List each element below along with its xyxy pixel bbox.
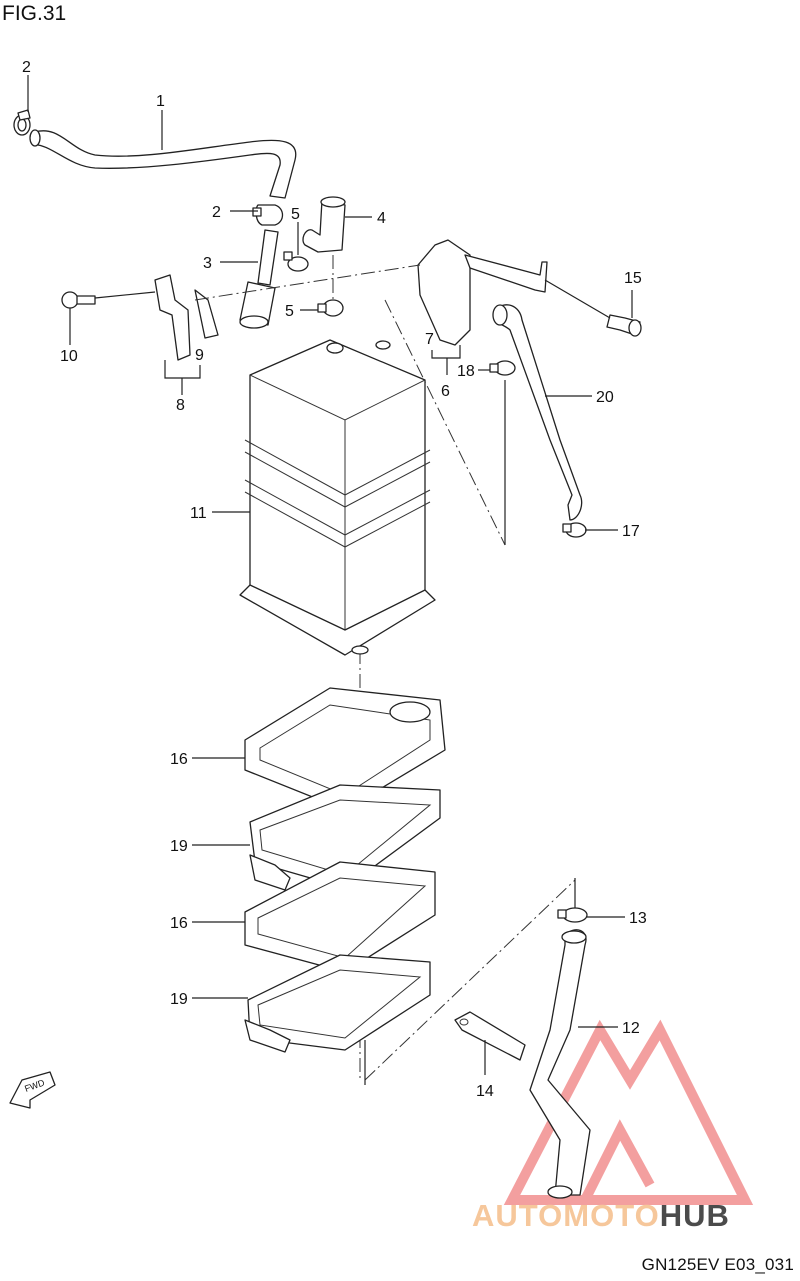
clamp-5-upper bbox=[283, 251, 309, 272]
callout-20: 20 bbox=[596, 389, 614, 406]
watermark-logo: AUTOMOTOHUB bbox=[472, 1198, 730, 1234]
callout-7: 7 bbox=[425, 331, 434, 348]
tray-16-upper bbox=[244, 687, 446, 811]
callout-2-top: 2 bbox=[22, 59, 31, 76]
band-19-upper bbox=[249, 784, 441, 891]
tray-16-lower bbox=[244, 861, 436, 973]
bolt-15 bbox=[544, 279, 642, 337]
callout-19-lower: 19 bbox=[170, 991, 188, 1008]
callout-1: 1 bbox=[156, 93, 165, 110]
callout-12: 12 bbox=[622, 1020, 640, 1037]
figure-title: FIG.31 bbox=[2, 2, 67, 25]
callout-16-lower: 16 bbox=[170, 915, 188, 932]
callout-14: 14 bbox=[476, 1083, 494, 1100]
hose-1 bbox=[29, 129, 297, 199]
canister-11 bbox=[239, 339, 436, 656]
clamp-18 bbox=[489, 360, 516, 376]
callout-9: 9 bbox=[195, 347, 204, 364]
bracket-6 bbox=[417, 239, 548, 375]
callout-19-upper: 19 bbox=[170, 838, 188, 855]
hose-20 bbox=[492, 304, 583, 521]
fwd-arrow-icon: FWD bbox=[9, 1071, 56, 1109]
callout-16-upper: 16 bbox=[170, 751, 188, 768]
callout-4: 4 bbox=[377, 210, 386, 227]
callout-13: 13 bbox=[629, 910, 647, 927]
clamp-2-mid bbox=[252, 204, 284, 226]
bracket-14 bbox=[454, 1011, 526, 1075]
callout-10: 10 bbox=[60, 348, 78, 365]
figure-code: GN125EV E03_031 bbox=[641, 1255, 794, 1274]
clamp-17 bbox=[562, 522, 587, 538]
callout-8: 8 bbox=[176, 397, 185, 414]
callout-18: 18 bbox=[457, 363, 475, 380]
hose-12 bbox=[529, 929, 591, 1199]
clamp-13 bbox=[557, 907, 588, 923]
callout-numbers: 2 1 2 5 4 3 15 5 10 9 8 7 6 18 20 11 17 … bbox=[22, 59, 647, 1100]
valve-3 bbox=[239, 229, 279, 329]
callout-5-lower: 5 bbox=[285, 303, 294, 320]
callout-2-mid: 2 bbox=[212, 204, 221, 221]
elbow-hose-4 bbox=[302, 196, 346, 253]
bracket-8 bbox=[154, 274, 219, 395]
leader-lines bbox=[27, 75, 625, 1028]
clamp-2-top bbox=[13, 109, 31, 136]
clamp-5-lower bbox=[317, 299, 344, 317]
watermark-triangle bbox=[503, 1019, 754, 1205]
callout-15: 15 bbox=[624, 270, 642, 287]
callout-17: 17 bbox=[622, 523, 640, 540]
callout-6: 6 bbox=[441, 383, 450, 400]
callout-11: 11 bbox=[190, 505, 207, 522]
watermark-text-1: AUTOMOTO bbox=[472, 1198, 660, 1233]
watermark-text-2: HUB bbox=[659, 1198, 730, 1233]
screw-10 bbox=[61, 291, 156, 345]
band-19-lower bbox=[244, 954, 431, 1053]
callout-5-upper: 5 bbox=[291, 206, 300, 223]
callout-3: 3 bbox=[203, 255, 212, 272]
